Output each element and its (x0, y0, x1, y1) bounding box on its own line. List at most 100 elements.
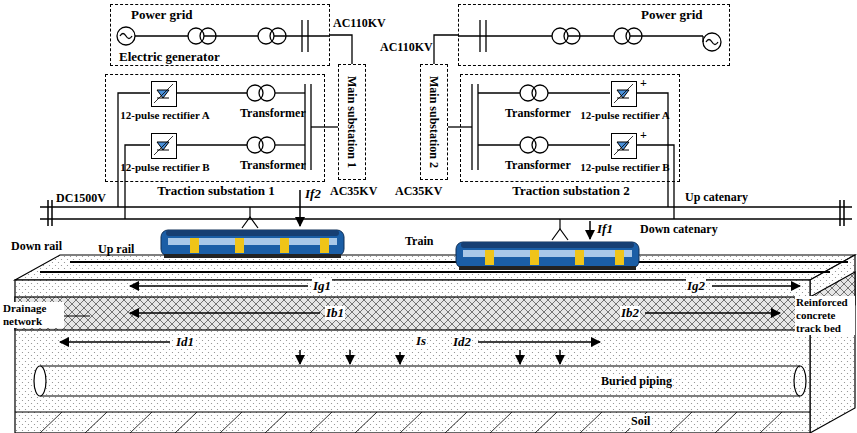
polarity-sign: + (640, 76, 647, 90)
ground-block (810, 255, 855, 433)
traction-wiring (478, 144, 520, 145)
node-text: Power grid (131, 8, 193, 22)
pantograph (242, 217, 258, 228)
catenary-line (40, 218, 852, 220)
current-arrow (349, 350, 351, 364)
soil-grid (355, 412, 377, 433)
diode-symbol (614, 136, 633, 155)
voltage-label: AC110KV (333, 16, 386, 30)
power-grid-wiring (301, 20, 302, 52)
traction-wiring (275, 92, 305, 93)
soil-grid (175, 412, 197, 433)
ground-block (15, 255, 855, 433)
traction-wiring (125, 145, 150, 219)
train-label: Train (405, 234, 433, 248)
rectifier-box: 12-pulse rectifier A (151, 81, 177, 107)
current-arrow (478, 341, 600, 343)
power-connector (325, 126, 338, 127)
soil-grid (40, 412, 62, 433)
buried-pipe (34, 366, 46, 396)
current-label: Ib2 (620, 306, 640, 320)
current-label: Ig1 (312, 279, 332, 293)
rectifier-box: 12-pulse rectifier B (151, 133, 177, 159)
node-text: 12-pulse rectifier A (100, 109, 230, 122)
soil-grid (760, 412, 782, 433)
traction-wiring (311, 126, 325, 127)
soil-grid (130, 412, 152, 433)
traction-wiring (636, 145, 674, 219)
node-text: 12-pulse rectifier B (100, 161, 230, 174)
current-arrow (60, 341, 170, 343)
power-grid-wiring (270, 28, 286, 44)
diode-symbol (614, 84, 633, 103)
ground-block (15, 255, 855, 280)
main-substation-box: Main substation 2 (420, 64, 448, 180)
soil-grid (670, 412, 692, 433)
soil-grid (535, 412, 557, 433)
rail-label: Up rail (98, 242, 134, 256)
current-arrow (559, 350, 561, 364)
voltage-label: AC110KV (380, 40, 433, 54)
node-text: Power grid (641, 8, 703, 22)
power-grid-wiring (702, 36, 703, 42)
traction-wiring (118, 84, 325, 219)
soil-grid (220, 412, 242, 433)
transformer-label: Transformer (505, 158, 571, 172)
power-grid-wiring (706, 40, 718, 45)
power-grid-wiring (564, 28, 580, 44)
current-arrow (299, 350, 301, 364)
rail-line (40, 262, 848, 272)
current-arrow (519, 350, 521, 364)
catenary-label: Up catenary (685, 190, 748, 204)
traction-wiring (259, 85, 275, 101)
traction-wiring (304, 84, 305, 170)
node-text: Traction substation 2 (461, 184, 681, 198)
traction-wiring (548, 144, 610, 145)
leader-line (64, 316, 90, 317)
power-grid-wiring (307, 20, 308, 52)
soil-grid (40, 412, 782, 433)
pantograph (552, 229, 568, 240)
node-text: Main substation 1 (345, 76, 359, 168)
node-text: 12-pulse rectifier A (560, 109, 690, 122)
power-grid-wiring (117, 20, 330, 52)
power-grid-wiring (117, 27, 135, 45)
ground-block (15, 297, 810, 330)
soil-grid (490, 412, 512, 433)
buried-pipe (40, 366, 800, 396)
rectifier-box: 12-pulse rectifier B (611, 133, 637, 159)
diode-symbol (154, 136, 173, 155)
power-connector (330, 35, 352, 64)
current-arrow (60, 190, 800, 364)
current-arrow (399, 352, 401, 364)
soil-grid (400, 412, 422, 433)
main-substation-box: Main substation 1 (338, 64, 366, 180)
diode-symbol (154, 84, 173, 103)
buried-pipe (40, 365, 800, 366)
current-label: If2 (305, 187, 321, 201)
power-grid-wiring (485, 20, 486, 52)
current-label: Id1 (175, 335, 195, 349)
leader-line (64, 316, 90, 317)
power-grid-wiring (626, 28, 642, 44)
current-arrow (130, 312, 320, 314)
traction-wiring (275, 144, 305, 145)
traction-wiring (460, 126, 472, 127)
traction-wiring (460, 84, 674, 219)
soil-label: Soil (630, 414, 651, 428)
rail-line (40, 271, 830, 273)
current-arrow (712, 285, 800, 287)
buried-pipe (40, 395, 800, 396)
node-text: 12-pulse rectifier B (560, 161, 690, 174)
soil-grid (265, 412, 287, 433)
power-grid-wiring (703, 33, 721, 51)
traction-wiring (532, 137, 548, 153)
ground-block (15, 411, 810, 412)
voltage-label: AC35KV (330, 184, 377, 198)
power-connector (434, 35, 458, 64)
catenary-line (839, 200, 841, 226)
buried-pipe (34, 366, 806, 396)
current-arrow (130, 285, 308, 287)
power-connector (448, 126, 460, 127)
polarity-sign: + (640, 128, 647, 142)
